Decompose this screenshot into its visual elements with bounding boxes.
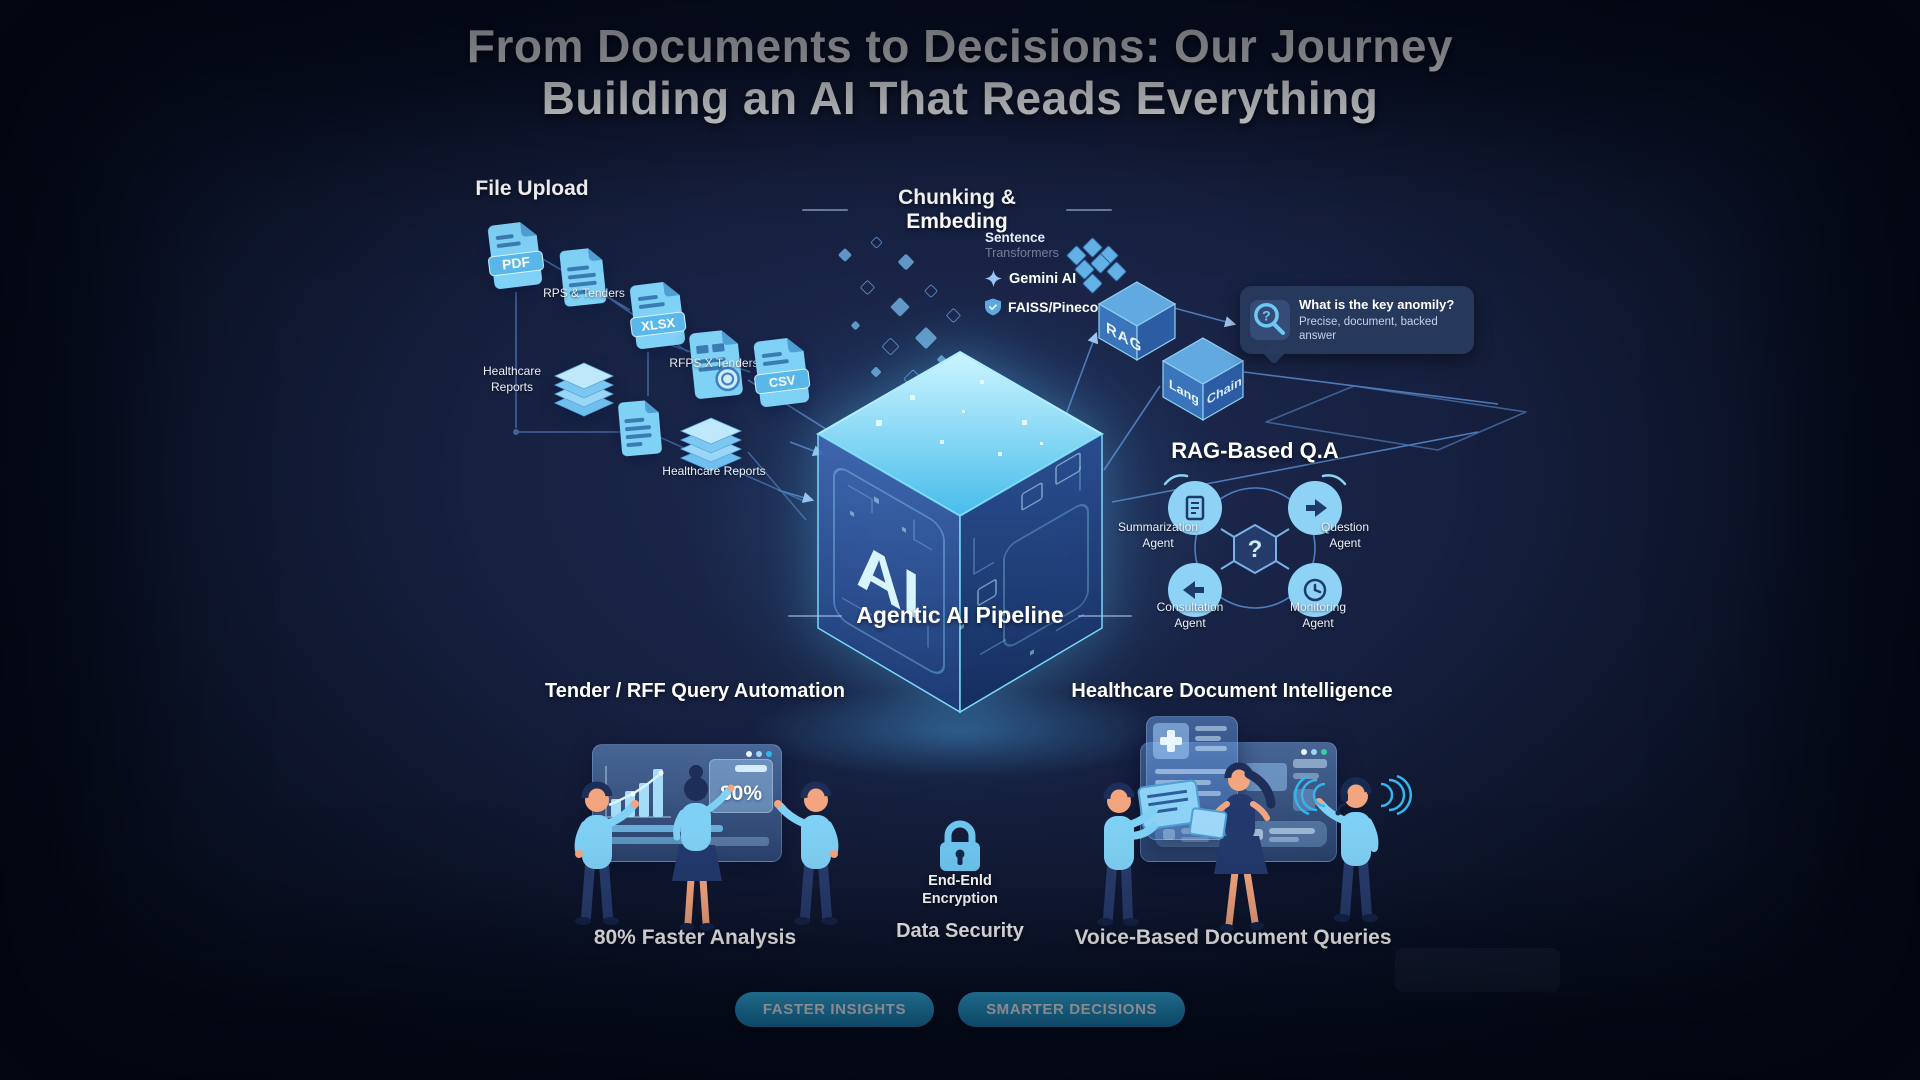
- heading-dash: [802, 209, 848, 211]
- chunking-heading: Chunking & Embeding: [898, 186, 1016, 233]
- healthcare-reports-label-2: Healthcare Reports: [662, 464, 766, 478]
- page-title-line1: From Documents to Decisions: Our Journey: [466, 20, 1454, 72]
- shield-icon: [985, 298, 1001, 316]
- medical-cross-icon: [1160, 730, 1182, 752]
- rfps-tenders-label: RFPS X Tenders: [669, 356, 759, 370]
- person-figure: [774, 781, 839, 925]
- person-figure: [574, 781, 639, 925]
- pdf-file-icon: PDF: [488, 222, 545, 289]
- embedding-tools: Sentence Transformers Gemini AI FAISS/Pi…: [985, 230, 1165, 316]
- doc-file-icon: [559, 248, 607, 307]
- vector-db-label: FAISS/Pinecone: [1008, 299, 1115, 315]
- healthcare-caption: Voice-Based Document Queries: [1074, 926, 1392, 949]
- rag-cube: RAG: [1097, 281, 1177, 362]
- faster-insights-button[interactable]: FASTER INSIGHTS: [734, 992, 935, 1027]
- xlsx-label: XLSX: [640, 315, 676, 334]
- question-tooltip: ? What is the key anomily? Precise, docu…: [1240, 286, 1474, 354]
- doc-file-icon-2: [618, 400, 662, 457]
- footer-button-row: FASTER INSIGHTS SMARTER DECISIONS: [0, 992, 1920, 1027]
- lock-icon: [940, 820, 980, 871]
- watermark-patch: [1395, 948, 1560, 992]
- sentence-transformers-label-2: Transformers: [985, 246, 1059, 260]
- agentic-heading-row: Agentic AI Pipeline: [760, 602, 1160, 629]
- window-dots-icon: [746, 751, 772, 757]
- center-question-hexagon: ?: [1220, 523, 1290, 575]
- tender-people-illustration: [574, 765, 839, 931]
- bar-chart-icon: [605, 766, 671, 818]
- qa-circle-diagram: ?: [1163, 474, 1347, 617]
- chunking-heading-row: Chunking & Embeding: [802, 186, 1112, 234]
- gemini-label: Gemini AI: [1009, 270, 1077, 287]
- rps-tenders-label: RPS & Tenders: [543, 286, 625, 300]
- person-figure: [1097, 779, 1202, 926]
- page-title: From Documents to Decisions: Our Journey…: [0, 20, 1920, 125]
- monitoring-agent-icon: [1288, 563, 1342, 617]
- agentic-heading: Agentic AI Pipeline: [856, 602, 1064, 628]
- person-figure: [1188, 762, 1276, 932]
- svg-text:?: ?: [1262, 308, 1271, 324]
- person-figure headset-person: [1294, 774, 1412, 922]
- magnifier-question-icon: ?: [1250, 300, 1290, 340]
- summarization-agent-icon: [1168, 481, 1222, 535]
- rag-qa-heading: RAG-Based Q.A: [1171, 438, 1339, 463]
- question-agent-icon: [1288, 481, 1342, 535]
- healthcare-heading: Healthcare Document Intelligence: [1071, 680, 1393, 702]
- ai-cube: AI: [745, 350, 1175, 778]
- smarter-decisions-button[interactable]: SMARTER DECISIONS: [958, 992, 1186, 1027]
- person-figure: [672, 765, 735, 931]
- report-stack-icon: [554, 362, 614, 417]
- file-upload-heading: File Upload: [475, 177, 589, 200]
- csv-file-icon: CSV: [753, 338, 811, 407]
- gemini-sparkle-icon: [985, 270, 1002, 287]
- tender-heading: Tender / RFF Query Automation: [545, 680, 846, 702]
- tooltip-answer: Precise, document, backed answer: [1299, 315, 1438, 343]
- csv-label: CSV: [768, 372, 797, 390]
- xlsx-file-icon: XLSX: [630, 282, 687, 349]
- langchain-cube: Lang Chain: [1161, 337, 1245, 422]
- doc-seal-file-icon: [689, 330, 743, 399]
- page-title-line2: Building an AI That Reads Everything: [541, 72, 1379, 125]
- heading-dash: [788, 614, 843, 617]
- qa-center-symbol: ?: [1248, 536, 1263, 563]
- tender-caption: 80% Faster Analysis: [593, 926, 797, 949]
- heading-dash: [1077, 614, 1132, 617]
- heading-dash: [1066, 209, 1112, 211]
- sound-waves-icon: [1294, 774, 1412, 816]
- consultation-agent-icon: [1168, 563, 1222, 617]
- report-stack-icon-2: [679, 417, 743, 472]
- data-security-caption: Data Security: [896, 920, 1024, 942]
- tooltip-question: What is the key anomily?: [1299, 296, 1455, 312]
- sentence-transformers-label-1: Sentence: [985, 230, 1046, 245]
- window-dots-icon: [1301, 749, 1327, 755]
- pdf-label: PDF: [501, 253, 531, 272]
- healthcare-reports-label-1: Healthcare Reports: [482, 364, 542, 394]
- healthcare-people-illustration: [1097, 762, 1412, 932]
